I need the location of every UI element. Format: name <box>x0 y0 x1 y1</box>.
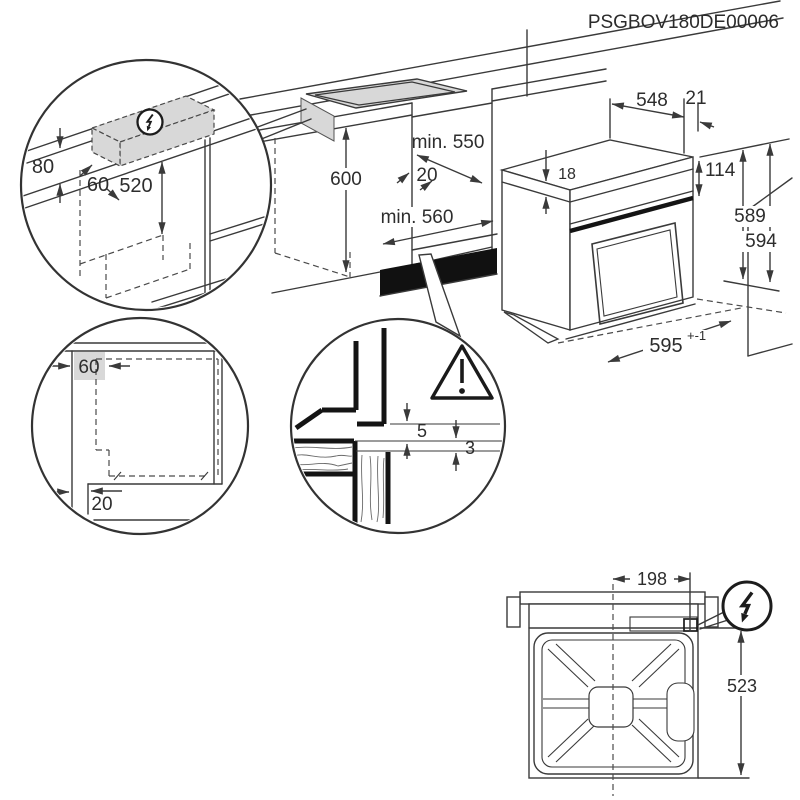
dim-niche-width: min. 560 <box>381 207 454 228</box>
main-scene: 600 min. 550 20 min. 560 <box>239 0 793 363</box>
detail-connection-zone: 80 60 520 <box>19 58 273 312</box>
side-clearance-zone <box>74 352 105 380</box>
dim-oven-panel-height: 114 <box>705 160 736 181</box>
dim-niche-front-gap: 20 <box>416 165 437 186</box>
plinth-recess <box>380 248 497 296</box>
dim-cable-offset: 60 <box>87 174 109 196</box>
callout-wedges <box>254 108 462 338</box>
dim-plinth-recess: 20 <box>91 494 112 515</box>
dim-niche-depth: min. 550 <box>412 132 485 153</box>
hob-cutout <box>300 78 468 142</box>
wood-grain <box>293 446 385 523</box>
electrical-icon-rear <box>697 580 773 632</box>
dim-oven-rear-gap: 21 <box>685 88 706 109</box>
dim-niche-height: 600 <box>330 169 362 190</box>
oven-foot <box>503 311 560 344</box>
detail-gap-view: 5 3 <box>289 317 507 535</box>
warning-triangle-icon <box>430 344 494 400</box>
dim-oven-body-height: 589 <box>734 206 766 227</box>
oven-dimensions: 548 21 18 114 589 594 595 +-1 <box>542 88 790 363</box>
oven-isometric <box>499 139 696 344</box>
detail-side-view: 60 20 <box>30 316 250 536</box>
back-panel-braces <box>543 643 684 763</box>
dim-depth-clearance: 520 <box>119 175 152 197</box>
dim-oven-total-height: 594 <box>745 231 777 252</box>
electrical-icon <box>136 108 164 136</box>
dim-oven-width-tolerance: +-1 <box>687 328 706 343</box>
dim-connection-offset: 198 <box>637 569 667 589</box>
dim-oven-width: 595 <box>649 335 682 357</box>
dim-worktop-height: 80 <box>32 156 54 178</box>
dim-gap-top: 5 <box>417 421 427 441</box>
dim-connection-height: 523 <box>727 676 757 696</box>
niche-dimensions: 600 min. 550 20 min. 560 <box>328 127 494 273</box>
rear-view: 198 523 <box>506 569 773 796</box>
dim-oven-depth: 548 <box>636 90 668 111</box>
dim-oven-top-thickness: 18 <box>558 166 576 183</box>
dim-side-clearance: 60 <box>78 357 99 378</box>
part-number: PSGBOV180DE00006 <box>588 12 779 33</box>
dim-gap-bottom: 3 <box>465 438 475 458</box>
